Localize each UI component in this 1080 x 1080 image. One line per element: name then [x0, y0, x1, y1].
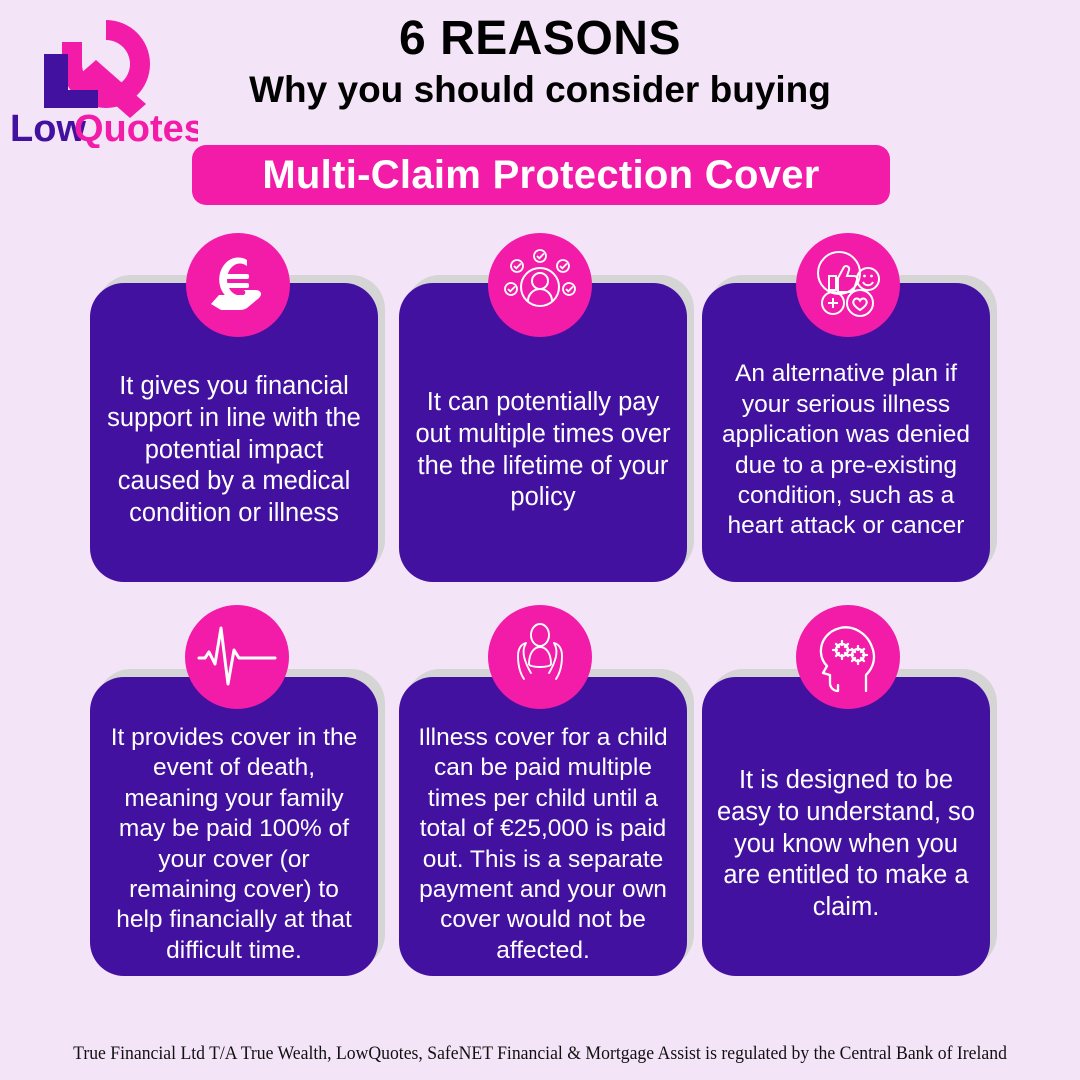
reason-card-6: It is designed to be easy to understand,… [702, 669, 997, 976]
footer: True Financial Ltd T/A True Wealth, LowQ… [0, 1043, 1080, 1065]
lowquotes-logo: Low Quotes [8, 8, 198, 148]
hands-holding-child-icon [488, 605, 592, 709]
card-text: It provides cover in the event of death,… [110, 724, 358, 964]
card-body: It is designed to be easy to understand,… [702, 677, 990, 976]
thumbs-up-health-icon [796, 233, 900, 337]
logo-mark: Low Quotes [10, 20, 198, 148]
card-body: Illness cover for a child can be paid mu… [399, 677, 687, 976]
euro-in-hand-icon [186, 233, 290, 337]
card-text: It is designed to be easy to understand,… [716, 766, 975, 921]
card-text: It gives you financial support in line w… [107, 372, 361, 527]
product-name-badge: Multi-Claim Protection Cover [192, 145, 890, 205]
logo-wordmark-quotes: Quotes [74, 108, 198, 148]
page-subtitle: Why you should consider buying [249, 69, 831, 111]
card-body: It gives you financial support in line w… [90, 283, 378, 582]
card-body: It provides cover in the event of death,… [90, 677, 378, 976]
heartbeat-pulse-icon [185, 605, 289, 709]
reason-card-2: It can potentially pay out multiple time… [399, 275, 694, 582]
reason-card-1: It gives you financial support in line w… [90, 275, 385, 582]
regulatory-disclaimer: True Financial Ltd T/A True Wealth, LowQ… [73, 1043, 1007, 1064]
person-with-checkmarks-icon [488, 233, 592, 337]
page-title: 6 REASONS [399, 12, 681, 65]
card-text: An alternative plan if your serious illn… [722, 360, 970, 540]
header: 6 REASONS Why you should consider buying [190, 12, 890, 111]
reason-card-5: Illness cover for a child can be paid mu… [399, 669, 694, 976]
card-text: Illness cover for a child can be paid mu… [418, 724, 668, 964]
product-name-text: Multi-Claim Protection Cover [262, 152, 820, 197]
head-with-gears-icon [796, 605, 900, 709]
reason-card-4: It provides cover in the event of death,… [90, 669, 385, 976]
logo-wordmark-low: Low [10, 108, 86, 148]
card-text: It can potentially pay out multiple time… [415, 388, 671, 512]
